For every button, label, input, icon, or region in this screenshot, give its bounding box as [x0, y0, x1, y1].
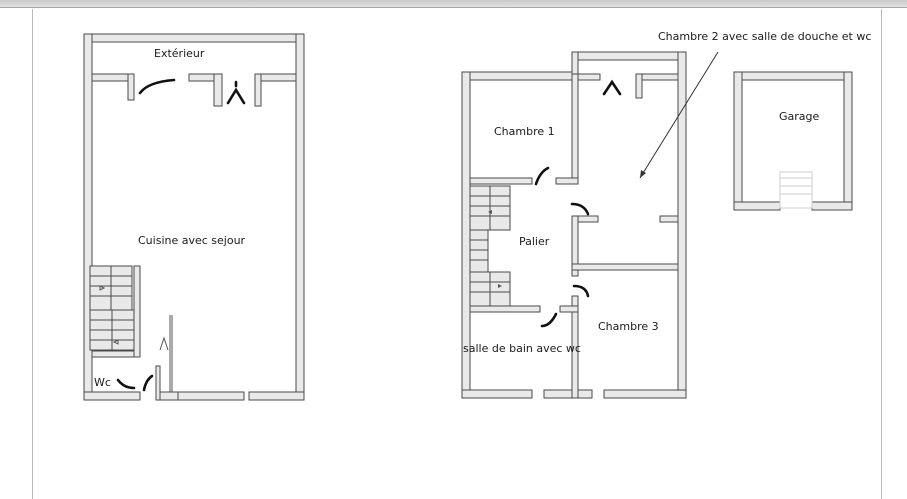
label-garage: Garage: [779, 110, 820, 123]
wc-door: [116, 378, 136, 390]
label-bedroom-1: Chambre 1: [494, 125, 555, 138]
upper-floor: [461, 51, 719, 399]
bedroom2-door: [570, 202, 590, 216]
callout-arrowhead: [640, 170, 646, 178]
page-frame: [32, 9, 882, 499]
label-bedroom-3: Chambre 3: [598, 320, 659, 333]
bedroom1-door: [534, 166, 550, 186]
label-exterior: Extérieur: [154, 47, 205, 60]
ground-stairs: [89, 265, 135, 351]
label-bedroom-2-callout: Chambre 2 avec salle de douche et wc: [658, 30, 871, 43]
floor-plan: .wall { fill: #e9e9e9; stroke: #4a4a4a; …: [83, 30, 871, 401]
bedroom3-door: [572, 284, 590, 298]
bathroom-door: [540, 312, 558, 328]
label-wc: Wc: [94, 376, 111, 389]
label-landing: Palier: [519, 235, 550, 248]
label-bathroom: salle de bain avec wc: [463, 342, 581, 355]
ground-floor: [83, 33, 305, 401]
ground-double-door: [226, 87, 246, 105]
callout-leader-line: [639, 51, 719, 179]
label-kitchen-living: Cuisine avec sejour: [138, 234, 246, 247]
garage: [733, 71, 853, 211]
entry-door: [142, 374, 154, 392]
bedroom2-double-door: [602, 79, 622, 96]
ground-door-arc-left: [138, 78, 176, 95]
top-bar: [0, 0, 907, 8]
upper-stairs: [469, 185, 511, 307]
